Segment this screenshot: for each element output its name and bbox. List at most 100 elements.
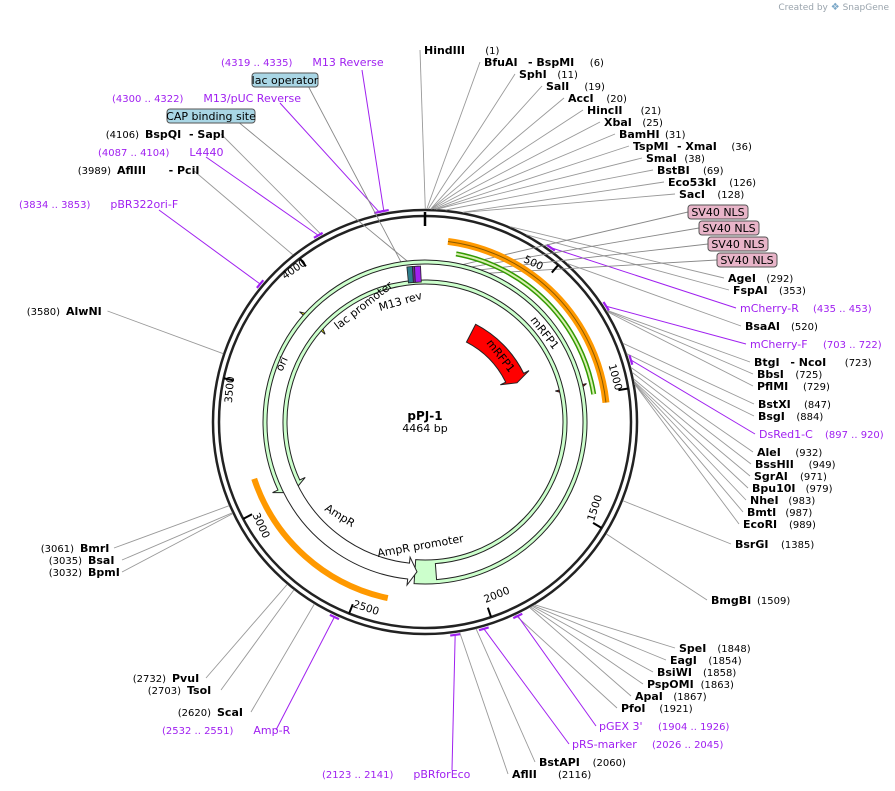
primer-site-l4440[interactable]: (4087 .. 4104)L4440: [98, 146, 224, 159]
primer-site-marker: [329, 613, 340, 621]
enzyme-site-pspomi[interactable]: PspOMI(1863): [647, 678, 734, 691]
enzyme-site-smai[interactable]: SmaI(38): [646, 152, 705, 165]
primer-site-m13-reverse[interactable]: (4319 .. 4335)M13 Reverse: [221, 56, 384, 69]
enzyme-site-hindiii[interactable]: HindIII(1): [424, 44, 499, 57]
enzyme-site-bbsi[interactable]: BbsI(725): [757, 368, 822, 381]
enzyme-name: PvuI: [172, 672, 199, 685]
enzyme-site-bstxi[interactable]: BstXI(847): [758, 398, 831, 411]
enzyme-site-tspmi[interactable]: TspMI- XmaI(36): [633, 140, 752, 153]
feature-label-ori[interactable]: ori: [273, 355, 291, 373]
enzyme-name: HincII: [587, 104, 623, 117]
feature-box-sv40-nls[interactable]: SV40 NLS: [687, 204, 749, 220]
enzyme-site-hincii[interactable]: HincII(21): [587, 104, 661, 117]
primer-site-amp-r[interactable]: (2532 .. 2551)Amp-R: [162, 724, 291, 737]
enzyme-site-eco53ki[interactable]: Eco53kI(126): [668, 176, 756, 189]
enzyme-site-agei[interactable]: AgeI (292): [728, 272, 793, 285]
enzyme-site-afliii[interactable]: (3989)AflIII- PciI: [78, 164, 200, 177]
enzyme-site-xbai[interactable]: XbaI(25): [604, 116, 663, 129]
enzyme-site-btgi[interactable]: BtgI- NcoI(723): [754, 356, 872, 369]
enzyme-site-bstbi[interactable]: BstBI(69): [657, 164, 724, 177]
primer-site-m13-puc-reverse[interactable]: (4300 .. 4322)M13/pUC Reverse: [112, 92, 301, 105]
enzyme-position: (3032): [49, 568, 82, 579]
enzyme-position: (19): [584, 82, 605, 93]
enzyme-site-pfoi[interactable]: PfoI(1921): [621, 702, 693, 715]
enzyme-site-sphi[interactable]: SphI(11): [519, 68, 578, 81]
primer-site-pbrforeco[interactable]: (2123 .. 2141)pBRforEco: [322, 768, 471, 781]
feature-box-sv40-nls[interactable]: SV40 NLS: [698, 220, 760, 236]
enzyme-site-bspqi[interactable]: (4106)BspQI- SapI: [106, 128, 225, 141]
enzyme-site-ecori[interactable]: EcoRI(989): [743, 518, 816, 531]
primer-site-marker: [256, 279, 265, 289]
leader-line: [435, 145, 630, 210]
enzyme-site-bmri[interactable]: (3061)BmrI: [41, 542, 110, 555]
tick-label-1000: 1000: [606, 363, 625, 392]
enzyme-site-apai[interactable]: ApaI(1867): [635, 690, 707, 703]
enzyme-site-alwni[interactable]: (3580)AlwNI: [27, 305, 102, 318]
enzyme-site-bmti[interactable]: BmtI(987): [747, 506, 812, 519]
enzyme-site-nhei[interactable]: NheI(983): [750, 494, 815, 507]
ampr-arrow[interactable]: [262, 259, 588, 585]
enzyme-site-bamhi[interactable]: BamHI(31): [619, 128, 686, 141]
enzyme-name-alt: - NcoI: [790, 356, 826, 369]
orf-band-outer-line: [447, 240, 607, 403]
brand-name: SnapGene: [842, 3, 889, 13]
enzyme-site-acci[interactable]: AccI(20): [568, 92, 627, 105]
primer-name: mCherry-F: [750, 338, 808, 351]
lac-element-marker[interactable]: [414, 265, 422, 283]
enzyme-site-bsrgi[interactable]: BsrGI(1385): [735, 538, 814, 551]
primer-site-mcherry-r[interactable]: mCherry-R(435 .. 453): [740, 302, 872, 315]
primer-name: pGEX 3': [599, 720, 643, 733]
primer-position: (703 .. 722): [823, 340, 882, 351]
ampr-promoter-arrow[interactable]: [266, 263, 584, 587]
feature-box-sv40-nls[interactable]: SV40 NLS: [716, 252, 778, 268]
primer-position: (2026 .. 2045): [652, 740, 724, 751]
primer-site-pbr322ori-f[interactable]: (3834 .. 3853)pBR322ori-F: [19, 198, 178, 211]
enzyme-site-bfuai[interactable]: BfuAI- BspMI(6): [484, 56, 604, 69]
feature-box-sv40-nls[interactable]: SV40 NLS: [707, 236, 769, 252]
enzyme-site-sgrai[interactable]: SgrAI(971): [754, 470, 827, 483]
primer-site-marker: [373, 209, 385, 215]
enzyme-site-bsiwi[interactable]: BsiWI(1858): [657, 666, 736, 679]
enzyme-site-alei[interactable]: AleI(932): [757, 446, 822, 459]
leader-line: [606, 309, 751, 363]
enzyme-site-eagi[interactable]: EagI(1854): [670, 654, 742, 667]
leader-line: [634, 383, 740, 525]
enzyme-site-aflii[interactable]: AflII(2116): [512, 768, 591, 781]
enzyme-site-saci[interactable]: SacI(128): [679, 188, 744, 201]
enzyme-site-tsoi[interactable]: (2703)TsoI: [148, 684, 212, 697]
feature-label-ampr-promoter[interactable]: AmpR promoter: [376, 532, 465, 560]
feature-box-lac-operator[interactable]: lac operator: [251, 72, 319, 88]
leader-line: [606, 310, 754, 375]
enzyme-name: AflIII: [117, 164, 146, 177]
primer-leader-line: [361, 69, 385, 212]
enzyme-site-bsaai[interactable]: BsaAI(520): [745, 320, 818, 333]
mrfp1-inner-arrow[interactable]: [465, 323, 530, 386]
primer-site-mcherry-f[interactable]: mCherry-F (703 .. 722): [750, 338, 882, 351]
enzyme-site-scai[interactable]: (2620)ScaI: [178, 706, 243, 719]
ampr-orf-band[interactable]: [251, 477, 389, 602]
enzyme-name: BstAPI: [539, 756, 580, 769]
enzyme-position: (932): [795, 448, 822, 459]
enzyme-site-bmgbi[interactable]: BmgBI(1509): [711, 594, 790, 607]
enzyme-site-fspai[interactable]: FspAI(353): [733, 284, 806, 297]
enzyme-site-bpmi[interactable]: (3032)BpmI: [49, 566, 120, 579]
enzyme-site-sali[interactable]: SalI(19): [546, 80, 605, 93]
enzyme-site-spei[interactable]: SpeI(1848): [679, 642, 751, 655]
enzyme-site-bstapi[interactable]: BstAPI(2060): [539, 756, 626, 769]
enzyme-name: XbaI: [604, 116, 632, 129]
feature-box-label: CAP binding site: [166, 110, 256, 123]
enzyme-position: (949): [809, 460, 836, 471]
enzyme-site-bpu10i[interactable]: Bpu10I(979): [752, 482, 833, 495]
enzyme-site-bsgi[interactable]: BsgI(884): [758, 410, 823, 423]
enzyme-site-pflmi[interactable]: PflMI(729): [757, 380, 830, 393]
enzyme-site-bsshii[interactable]: BssHII(949): [755, 458, 836, 471]
primer-site-pgex-3[interactable]: pGEX 3'(1904 .. 1926): [599, 720, 730, 733]
enzyme-name: AgeI: [728, 272, 756, 285]
primer-site-prs-marker[interactable]: pRS-marker(2026 .. 2045): [572, 738, 724, 751]
primer-name: DsRed1-C: [759, 428, 813, 441]
enzyme-position: (292): [766, 274, 793, 285]
feature-box-cap-binding-site[interactable]: CAP binding site: [166, 108, 256, 124]
enzyme-site-pvui[interactable]: (2732)PvuI: [133, 672, 199, 685]
enzyme-site-bsai[interactable]: (3035)BsaI: [49, 554, 115, 567]
primer-site-dsred1-c[interactable]: DsRed1-C(897 .. 920): [759, 428, 884, 441]
